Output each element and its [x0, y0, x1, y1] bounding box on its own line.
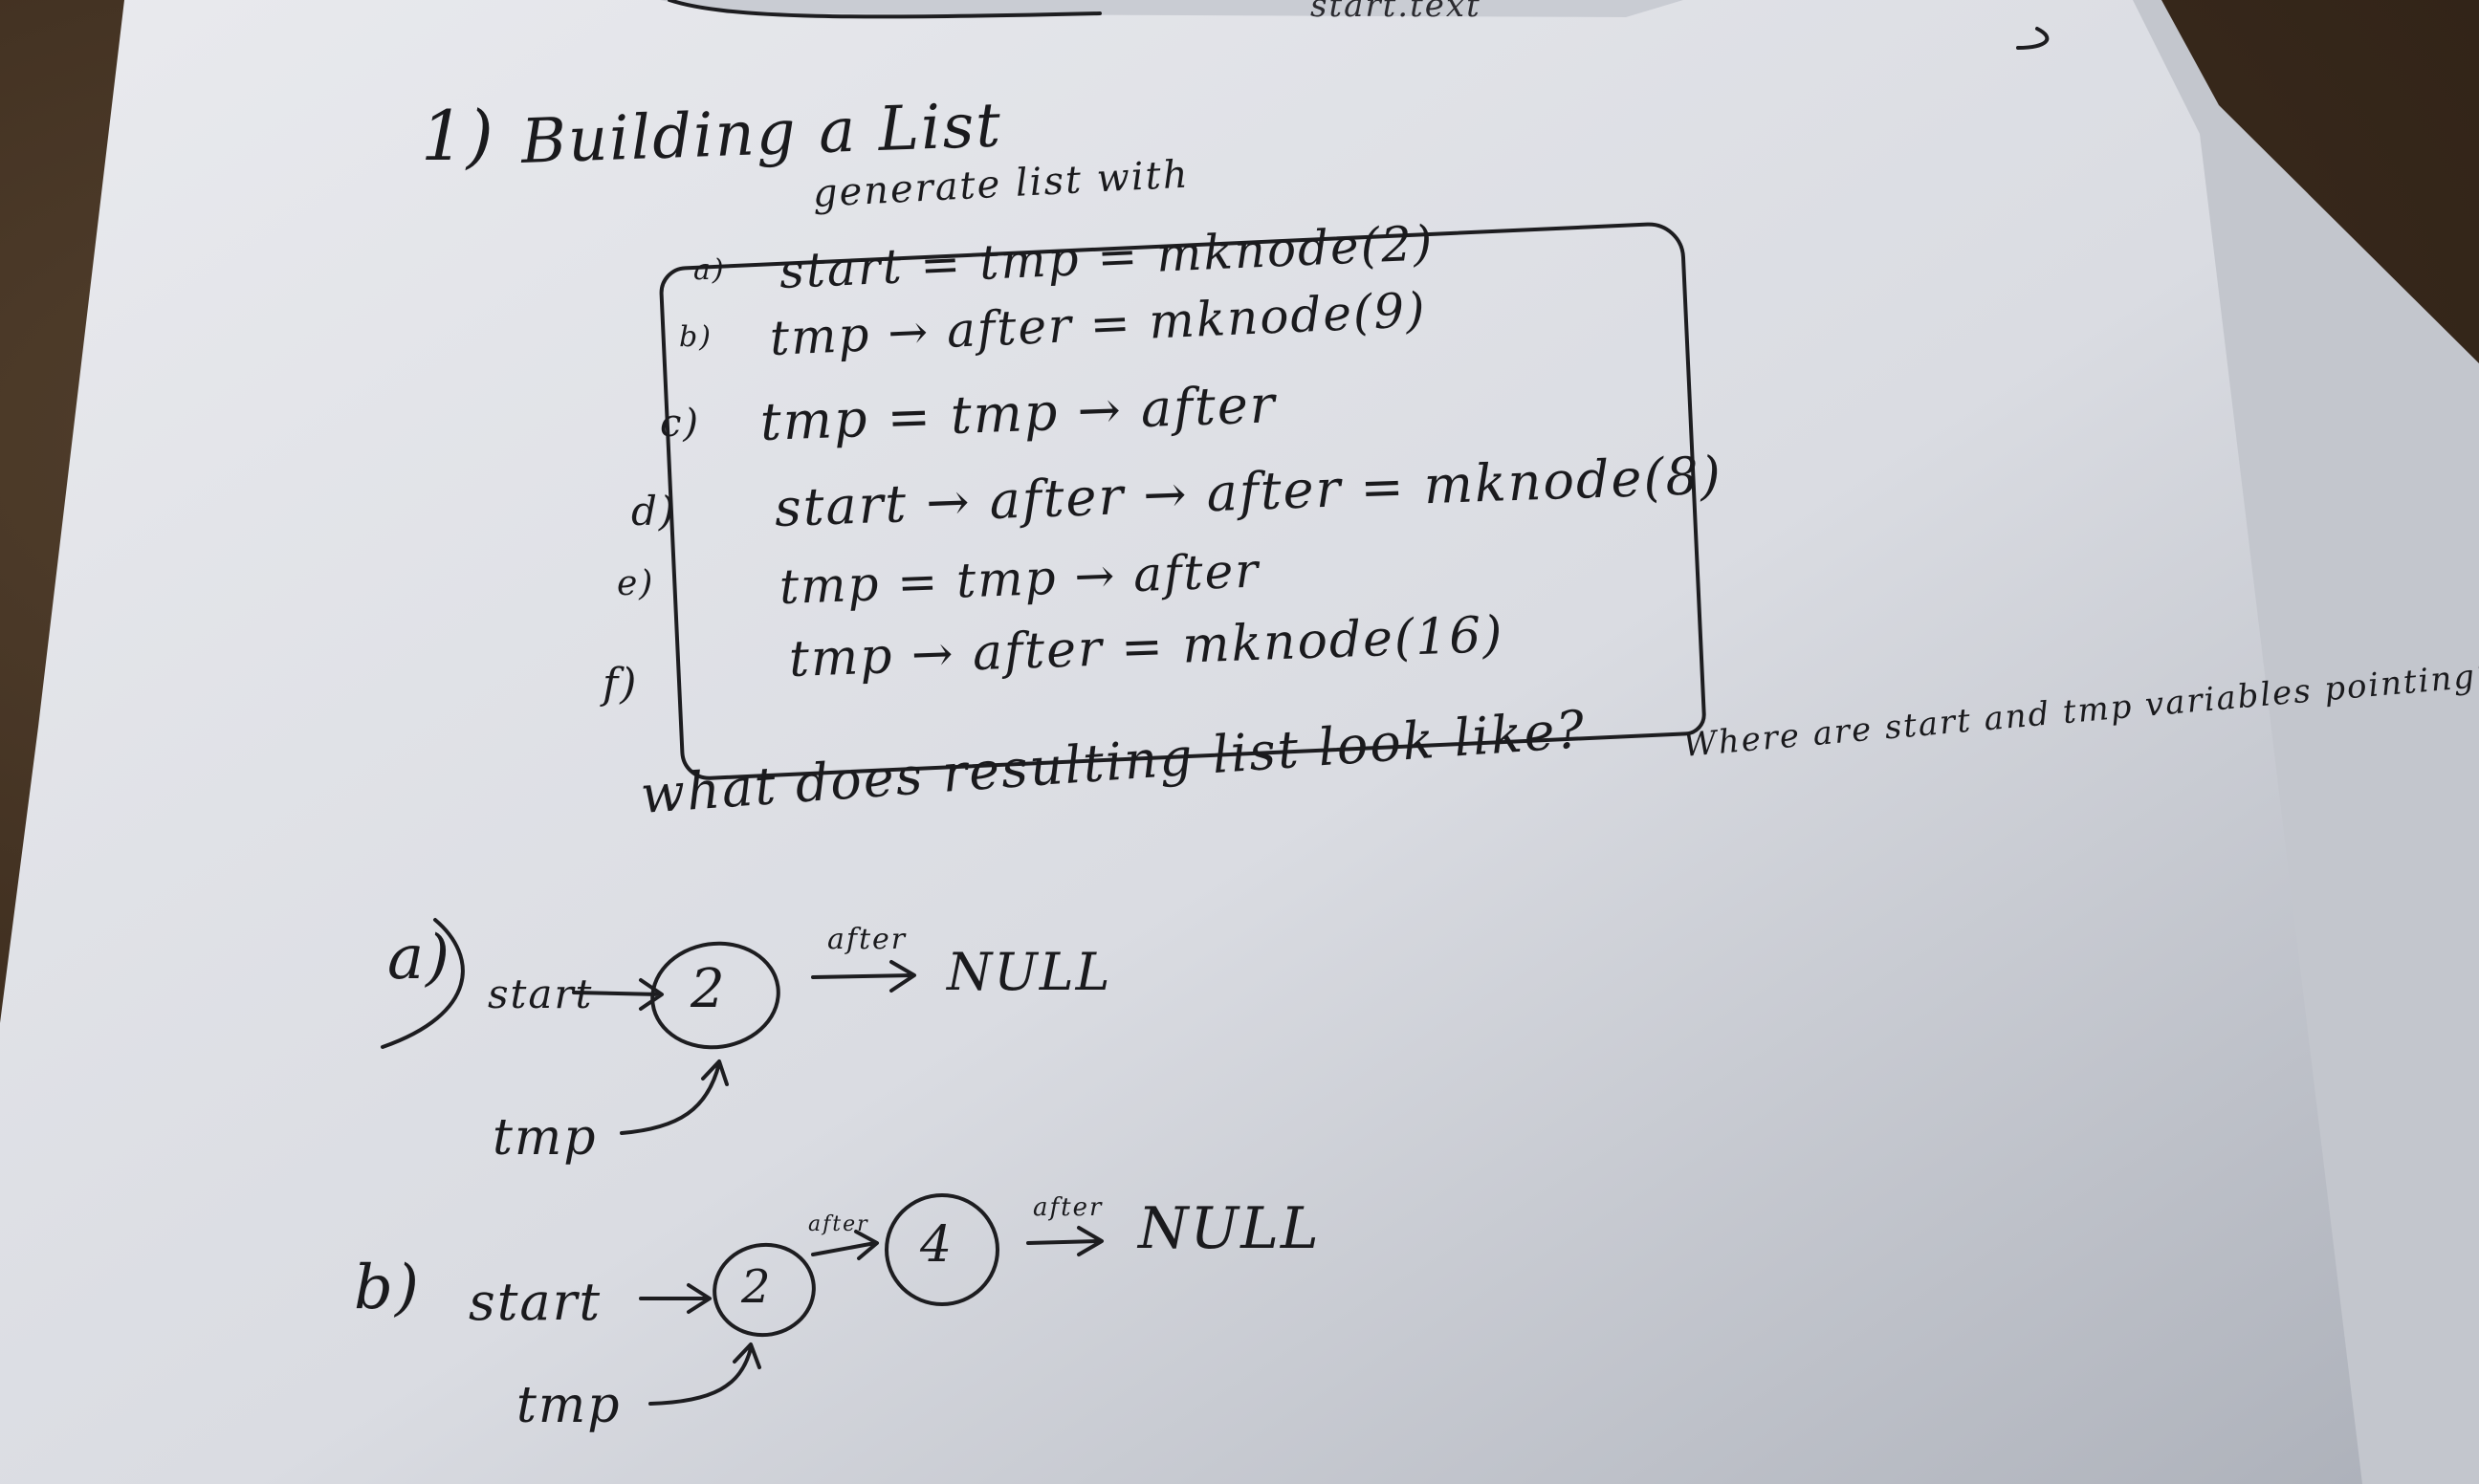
diagram-b-node2-circle [885, 1193, 999, 1306]
diagram-b-tmp: tmp [516, 1377, 622, 1434]
diagram-b-node1-value: 2 [741, 1260, 773, 1314]
paper-front-sheet [0, 0, 2362, 1484]
diagram-a-link: after [827, 923, 908, 956]
after-arrow-b [1026, 1226, 1104, 1256]
line-f-label: f) [603, 660, 639, 709]
line-c-label: c) [660, 402, 701, 446]
tmp-arrow-b [648, 1342, 761, 1406]
line-d-label: d) [631, 488, 677, 535]
line-e-label: e) [617, 564, 655, 603]
diagram-a-label: a) [387, 923, 452, 993]
top-right-curve [2016, 27, 2050, 50]
diagram-a-node-value: 2 [691, 958, 727, 1020]
diagram-b-link2: after [1033, 1193, 1104, 1222]
paper-top-strip [660, 0, 1683, 17]
diagram-b-node2-value: 4 [920, 1216, 954, 1274]
diagram-a-tmp: tmp [493, 1109, 598, 1167]
line-b-label: b) [679, 320, 713, 354]
link-arrow-b [811, 1230, 879, 1260]
start-arrow-a [572, 978, 664, 1011]
diagram-b-start: start [469, 1272, 603, 1332]
start-arrow-b [639, 1283, 712, 1314]
top-curve [668, 0, 1102, 19]
top-fragment-text: start.text [1310, 0, 1481, 25]
diagram-b-label: b) [354, 1253, 421, 1323]
diagram-b-null: NULL [1138, 1195, 1321, 1262]
a-bracket [381, 918, 465, 1049]
tmp-arrow-a [620, 1059, 729, 1135]
heading-number: 1) [421, 96, 495, 176]
after-arrow-a [811, 960, 916, 993]
line-a-label: a) [693, 253, 726, 287]
diagram-a-start: start [488, 971, 594, 1017]
diagram-a-null: NULL [947, 942, 1112, 1002]
diagram-b-link1: after [808, 1212, 869, 1236]
